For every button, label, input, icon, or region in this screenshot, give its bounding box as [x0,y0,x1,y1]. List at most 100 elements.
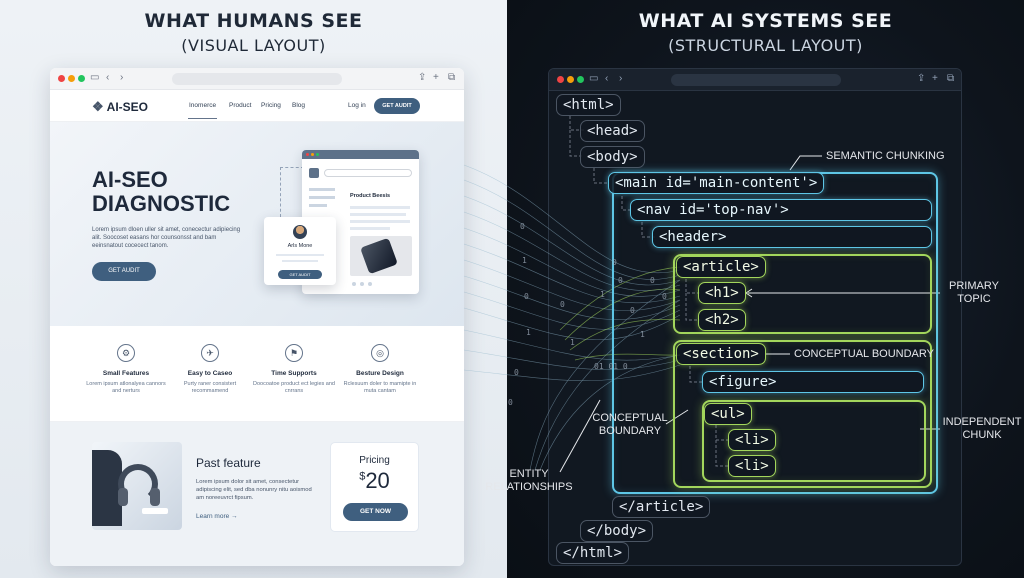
annotation-conceptual-boundary-left: CONCEPTUAL BOUNDARY [592,412,668,437]
maximize-dot[interactable] [78,75,85,82]
feature-name: Time Supports [271,370,317,377]
list-chunk-box [702,400,926,482]
binary-digit: 1 [640,330,645,339]
minimize-dot[interactable] [567,76,574,83]
tag-li-1[interactable]: <li> [728,429,776,451]
headphones-image [92,442,182,530]
binary-digit: 01 01 0 [594,362,628,371]
feature-item: ⚑ Time Supports Doocoatoe product ect le… [252,344,336,395]
annotation-entity-relationships: ENTITY RELATIONSHIPS [485,468,573,493]
section-chunk-box [673,340,932,488]
tabs-icon[interactable]: ⧉ [947,73,955,84]
tag-header[interactable]: <header> [652,226,932,248]
binary-digit: 0 [508,398,513,407]
pricing-label: Pricing [359,455,390,466]
price-value: $20 [359,468,390,493]
binary-digit: 1 [600,290,605,299]
share-icon[interactable]: ⇪ [917,73,926,84]
hero-get-audit-button[interactable]: GET AUDIT [92,262,156,281]
get-now-button[interactable]: GET NOW [343,503,408,521]
nav-link-pricing[interactable]: Pricing [261,102,281,109]
tag-head[interactable]: <head> [580,120,645,142]
share-icon[interactable]: ⇪ [418,72,427,83]
nav-link-product[interactable]: Product [229,102,252,109]
profile-get-audit-button[interactable]: GET AUDIT [278,270,322,279]
tag-html[interactable]: <html> [556,94,621,116]
binary-digit: 0 [560,300,565,309]
learn-more-link[interactable]: Learn more → [196,513,238,520]
tabs-icon[interactable]: ⧉ [448,72,456,83]
nav-link-blog[interactable]: Blog [292,102,306,109]
mockup-app-icon [309,168,319,178]
browser-chrome: ▭ ‹ › ⇪ + ⧉ [50,68,464,90]
ai-view-heading: WHAT AI SYSTEMS SEE (STRUCTURAL LAYOUT) [507,10,1024,55]
tag-h1[interactable]: <h1> [698,282,746,304]
feature-name: Easy to Caseo [187,370,233,377]
human-browser-window: ▭ ‹ › ⇪ + ⧉ ❖AI-SEO Inomerce Product Pri… [50,68,464,566]
feature-desc: Lorem ipsum atlonalyea cannors and nertu… [86,381,166,394]
network-icon: ⚑ [285,344,303,362]
binary-digit: 0 [662,292,667,301]
features-section: ⚙ Small Features Lorem ipsum atlonalyea … [50,326,464,422]
feature-desc: Purty raner consistert recommamend [183,381,237,394]
binary-digit: 0 [630,306,635,315]
close-dot[interactable] [557,76,564,83]
new-tab-icon[interactable]: + [932,73,938,84]
maximize-dot[interactable] [577,76,584,83]
tag-body-close[interactable]: </body> [580,520,654,542]
tag-li-2[interactable]: <li> [728,455,776,477]
browser-chrome-dark: ▭ ‹ › ⇪ + ⧉ [549,69,961,91]
tag-article[interactable]: <article> [676,256,766,278]
forward-icon[interactable]: › [120,72,124,83]
article-chunk-box [673,254,932,334]
binary-digit: 0 [618,276,623,285]
past-feature-section: Past feature Lorem ipsum dolor sit amet,… [50,422,464,566]
site-logo[interactable]: ❖AI-SEO [92,99,148,114]
hero-title: AI-SEO DIAGNOSTIC [92,167,231,216]
back-icon[interactable]: ‹ [106,72,110,83]
past-feature-text: Lorem ipsum dolor sit amet, consectetur … [196,479,312,501]
forward-icon[interactable]: › [619,73,623,84]
logo-icon: ❖ [92,99,104,114]
binary-digit: 0 [520,222,525,231]
nav-link-inomerce[interactable]: Inomerce [187,102,218,119]
tag-article-close[interactable]: </article> [612,496,711,518]
mockup-product-image [350,236,412,276]
sidebar-icon[interactable]: ▭ [589,73,599,84]
human-view-heading: WHAT HUMANS SEE (VISUAL LAYOUT) [0,10,507,55]
feature-name: Besture Design [356,370,404,377]
back-icon[interactable]: ‹ [605,73,609,84]
address-bar[interactable] [172,73,342,85]
profile-name: Arls Mone [287,243,313,249]
tag-section[interactable]: <section> [676,343,766,365]
binary-digit: 0 [524,292,529,301]
annotation-independent-chunk: INDEPENDENT CHUNK [942,416,1022,441]
minimize-dot[interactable] [68,75,75,82]
annotation-semantic-chunking: SEMANTIC CHUNKING [826,150,945,162]
pricing-card: Pricing $20 GET NOW [330,442,419,532]
hero-text: Lorem ipsum dloen uller sit amet, conece… [92,227,241,249]
ai-view-title: WHAT AI SYSTEMS SEE [638,10,893,32]
binary-digit: 0 [612,258,617,267]
new-tab-icon[interactable]: + [433,72,439,83]
sidebar-icon[interactable]: ▭ [90,72,100,83]
login-link[interactable]: Log in [348,102,366,109]
address-bar[interactable] [671,74,841,86]
binary-digit: 1 [570,338,575,347]
tag-figure[interactable]: <figure> [702,371,924,393]
tag-h2[interactable]: <h2> [698,309,746,331]
feature-desc: Rclesuum doler to mamipte in muta cantam [343,381,417,394]
tag-nav[interactable]: <nav id='top-nav'> [630,199,932,221]
site-nav: ❖AI-SEO Inomerce Product Pricing Blog Lo… [50,90,464,122]
hero-section: AI-SEO DIAGNOSTIC Lorem ipsum dloen ulle… [50,122,464,326]
ai-view-subtitle: (STRUCTURAL LAYOUT) [668,36,863,55]
tag-main[interactable]: <main id='main-content'> [608,172,825,194]
feature-name: Small Features [102,370,150,377]
feature-item: ✈ Easy to Caseo Purty raner consistert r… [168,344,252,395]
tag-body[interactable]: <body> [580,146,645,168]
nav-get-audit-button[interactable]: GET AUDIT [374,98,420,114]
binary-digit: 0 [650,276,655,285]
tag-html-close[interactable]: </html> [556,542,630,564]
close-dot[interactable] [58,75,65,82]
tag-ul[interactable]: <ul> [704,403,752,425]
